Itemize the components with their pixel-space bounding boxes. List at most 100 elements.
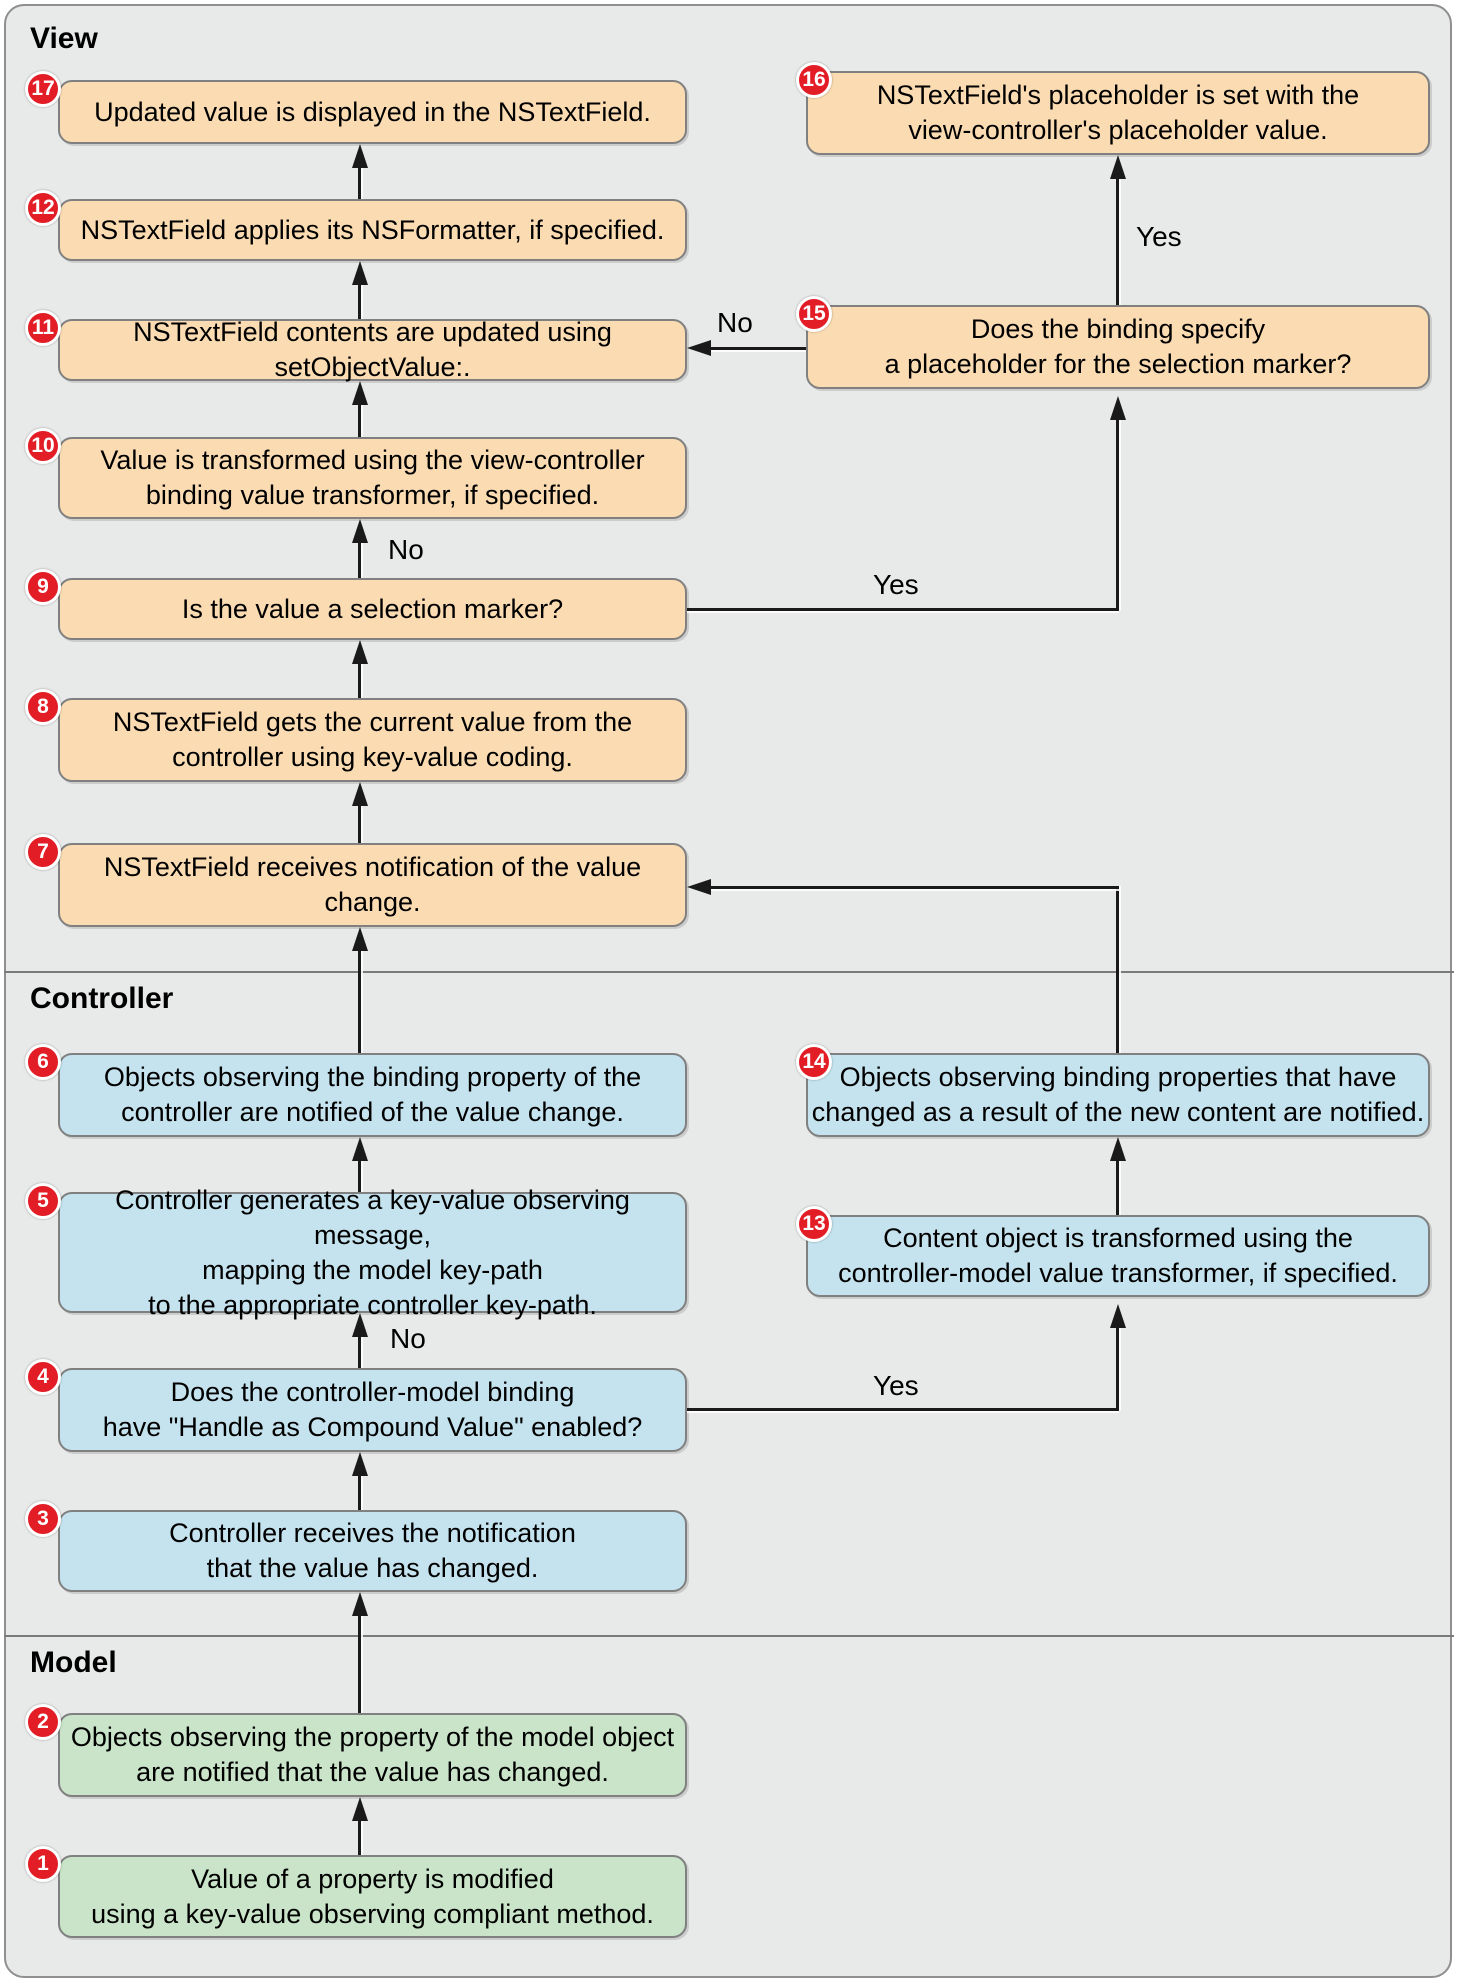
decision-box-4: Does the controller-model binding have "…	[58, 1368, 687, 1452]
flow-step-box-3: Controller receives the notification tha…	[58, 1510, 687, 1592]
flow-step-text: Does the binding specify	[970, 314, 1266, 344]
flow-step-text: that the value has changed.	[206, 1553, 539, 1583]
flow-step-box-5: Controller generates a key-value observi…	[58, 1185, 687, 1320]
flow-step-text: using a key-value observing compliant me…	[91, 1898, 654, 1929]
flow-step-box-7: NSTextField receives notification of the…	[58, 843, 687, 927]
flow-step-text: NSTextField gets the current value from …	[112, 707, 633, 737]
flow-arrow-4-5-line	[358, 1333, 361, 1368]
decision-box-9: Is the value a selection marker?	[58, 578, 687, 640]
flow-step-box-13: Content object is transformed using the …	[806, 1215, 1430, 1297]
flow-step-text: Controller generates a key-value observi…	[115, 1184, 630, 1250]
flow-arrow-15-11-head	[687, 340, 711, 356]
flow-arrow-13-14-line	[1116, 1157, 1119, 1215]
step-number-badge-12: 12	[25, 190, 61, 226]
flow-arrow-9-15-head	[1110, 396, 1126, 420]
flow-arrow-1-2-line	[358, 1817, 361, 1855]
edge-label-no-15: No	[717, 307, 753, 338]
flow-step-box-16: NSTextField's placeholder is set with th…	[806, 71, 1430, 155]
flow-arrow-9-10-head	[352, 519, 368, 543]
flow-arrow-5-6-head	[352, 1137, 368, 1161]
flow-step-text: Is the value a selection marker?	[181, 593, 564, 624]
flow-arrow-7-8-head	[352, 782, 368, 806]
flow-arrow-4-5-head	[352, 1313, 368, 1337]
step-number-badge-13: 13	[796, 1206, 832, 1242]
edge-label-yes-15: Yes	[1136, 221, 1182, 252]
flow-step-text: binding value transformer, if specified.	[145, 480, 600, 510]
edge-label-yes-9: Yes	[873, 569, 919, 600]
flow-arrow-5-6-line	[358, 1157, 361, 1192]
flow-arrow-3-4-line	[358, 1472, 361, 1510]
section-label-model: Model	[30, 1646, 117, 1679]
flow-step-text: Value of a property is modified	[191, 1863, 554, 1894]
flow-step-text: NSTextField applies its NSFormatter, if …	[80, 214, 665, 245]
flow-arrow-7-8-line	[358, 802, 361, 843]
flow-step-box-1: Value of a property is modified using a …	[58, 1855, 687, 1938]
flow-arrow-4-13-head	[1110, 1304, 1126, 1328]
flow-step-text: a placeholder for the selection marker?	[884, 349, 1352, 379]
step-number-badge-10: 10	[25, 428, 61, 464]
edge-label-no-9: No	[388, 534, 424, 565]
flow-arrow-15-16-line	[1116, 175, 1119, 305]
flow-arrow-4-13-vline	[1116, 1324, 1119, 1411]
flow-step-text: Does the controller-model binding	[170, 1377, 575, 1407]
flow-step-text: Objects observing the property of the mo…	[70, 1722, 675, 1752]
step-number-badge-9: 9	[25, 569, 61, 605]
flow-step-box-11: NSTextField contents are updated using s…	[58, 317, 687, 382]
flow-arrow-9-15-vline	[1116, 416, 1119, 611]
flow-step-text: controller are notified of the value cha…	[121, 1097, 624, 1127]
step-number-badge-17: 17	[25, 71, 61, 107]
flow-step-text: Value is transformed using the view-cont…	[100, 445, 645, 475]
flow-arrow-10-11-head	[352, 381, 368, 405]
step-number-badge-6: 6	[25, 1044, 61, 1080]
diagram-panel	[4, 4, 1452, 1978]
flow-step-box-10: Value is transformed using the view-cont…	[58, 437, 687, 519]
controller-model-divider	[4, 1635, 1454, 1637]
flow-arrow-14-7-hline	[707, 886, 1119, 889]
flow-arrow-3-4-head	[352, 1452, 368, 1476]
flow-arrow-2-3-head	[352, 1592, 368, 1616]
flow-arrow-14-7-head	[687, 879, 711, 895]
step-number-badge-5: 5	[25, 1183, 61, 1219]
flow-arrow-6-7-head	[352, 927, 368, 951]
flow-arrow-6-7-line	[358, 947, 361, 1053]
step-number-badge-2: 2	[25, 1704, 61, 1740]
flow-step-box-2: Objects observing the property of the mo…	[58, 1713, 687, 1797]
flow-arrow-4-13-hline	[687, 1408, 1119, 1411]
flow-step-text: controller-model value transformer, if s…	[838, 1258, 1398, 1288]
flow-step-text: NSTextField contents are updated using s…	[133, 317, 612, 382]
step-number-badge-8: 8	[25, 689, 61, 725]
flow-step-text: Controller receives the notification	[169, 1518, 576, 1548]
view-controller-divider	[4, 971, 1454, 973]
flow-arrow-1-2-head	[352, 1797, 368, 1821]
flow-step-text: Objects observing binding properties tha…	[839, 1062, 1397, 1092]
flow-arrow-11-12-line	[358, 281, 361, 319]
flow-arrow-14-7-vline	[1116, 886, 1119, 1053]
decision-box-15: Does the binding specify a placeholder f…	[806, 305, 1430, 389]
step-number-badge-7: 7	[25, 834, 61, 870]
step-number-badge-1: 1	[25, 1846, 61, 1882]
step-number-badge-4: 4	[25, 1359, 61, 1395]
step-number-badge-15: 15	[796, 296, 832, 332]
flow-arrow-8-9-line	[358, 660, 361, 698]
flow-step-box-14: Objects observing binding properties tha…	[806, 1053, 1430, 1137]
flow-step-box-12: NSTextField applies its NSFormatter, if …	[58, 199, 687, 261]
flow-step-text: view-controller's placeholder value.	[908, 115, 1328, 145]
flow-step-text: changed as a result of the new content a…	[811, 1097, 1425, 1127]
step-number-badge-11: 11	[25, 310, 61, 346]
flow-arrow-9-15-hline	[687, 608, 1119, 611]
flow-step-text: Updated value is displayed in the NSText…	[94, 96, 651, 127]
edge-label-no-4: No	[390, 1323, 426, 1354]
flow-arrow-13-14-head	[1110, 1137, 1126, 1161]
flow-arrow-2-3-line	[358, 1612, 361, 1713]
flow-arrow-15-16-head	[1110, 155, 1126, 179]
flow-step-text: have "Handle as Compound Value" enabled?	[102, 1412, 643, 1442]
flow-step-box-8: NSTextField gets the current value from …	[58, 698, 687, 782]
flow-step-box-6: Objects observing the binding property o…	[58, 1053, 687, 1137]
step-number-badge-14: 14	[796, 1044, 832, 1080]
flow-step-text: mapping the model key-path	[202, 1254, 543, 1285]
flow-arrow-10-11-line	[358, 401, 361, 437]
flow-step-text: controller using key-value coding.	[172, 742, 573, 772]
flow-step-text: Objects observing the binding property o…	[103, 1062, 642, 1092]
flow-arrow-9-10-line	[358, 539, 361, 578]
